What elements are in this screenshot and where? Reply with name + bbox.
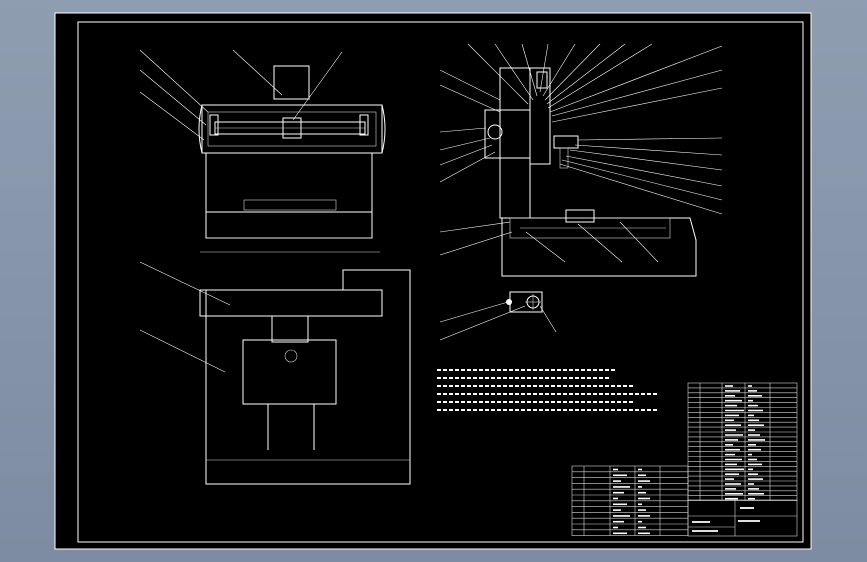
worktable <box>243 199 337 211</box>
top-spindle-hole <box>284 349 298 363</box>
leader-29 <box>569 149 723 171</box>
leader-18 <box>521 43 538 97</box>
leader-27 <box>577 137 723 141</box>
leader-25 <box>551 69 723 117</box>
leader-15 <box>439 231 513 256</box>
side-table-block <box>565 209 595 223</box>
leader-32 <box>559 163 723 215</box>
leader-4 <box>232 49 283 96</box>
leader-37 <box>439 305 526 341</box>
leader-21 <box>544 43 601 101</box>
leader-35 <box>619 221 659 263</box>
beam-right-curve <box>381 104 386 154</box>
motor-housing <box>273 65 310 100</box>
leader-2 <box>139 69 207 126</box>
leader-28 <box>574 144 723 156</box>
leader-31 <box>561 159 723 201</box>
drawing-frame <box>77 21 804 543</box>
side-bearing <box>487 124 503 140</box>
leader-10 <box>439 127 487 133</box>
top-plate <box>242 339 337 405</box>
slider-block <box>282 117 302 139</box>
leader-36 <box>439 301 509 323</box>
front-view[interactable] <box>139 49 386 253</box>
side-table <box>509 217 671 239</box>
title-block-frame <box>687 499 798 537</box>
leader-7 <box>139 329 226 373</box>
gantry-beam <box>201 104 383 154</box>
end-cap-left <box>209 114 219 136</box>
leader-12 <box>439 144 493 166</box>
leader-19 <box>539 43 549 93</box>
leader-34 <box>577 223 623 263</box>
leader-9 <box>439 84 501 113</box>
leader-11 <box>439 137 491 151</box>
leader-33 <box>525 231 566 263</box>
leader-38 <box>539 305 557 333</box>
detail-dot <box>506 299 512 305</box>
drawing-sheet <box>54 12 812 550</box>
leader-1 <box>139 49 209 113</box>
leader-30 <box>565 155 723 187</box>
bom-table[interactable] <box>571 382 798 536</box>
side-tool <box>559 147 569 169</box>
end-cap-right <box>359 114 369 136</box>
leader-16 <box>467 43 529 105</box>
side-z-motor <box>536 71 548 89</box>
top-spindle <box>271 315 309 343</box>
leader-5 <box>292 51 343 121</box>
top-view[interactable] <box>139 261 411 485</box>
leader-20 <box>542 43 576 97</box>
leader-13 <box>439 151 496 183</box>
technical-notes <box>437 369 657 411</box>
leader-14 <box>439 221 511 233</box>
beam-inner <box>207 111 377 147</box>
leader-22 <box>546 43 626 105</box>
beam-left-curve <box>198 104 203 154</box>
detail-view[interactable] <box>439 291 557 341</box>
side-section-view[interactable] <box>439 43 723 277</box>
leader-26 <box>551 87 723 123</box>
leader-8 <box>439 69 501 101</box>
leader-6 <box>139 261 231 306</box>
title-block[interactable] <box>687 499 798 537</box>
leader-24 <box>549 45 723 113</box>
side-z-axis <box>529 67 551 165</box>
leader-17 <box>494 43 534 101</box>
leader-3 <box>139 91 205 141</box>
leader-23 <box>547 43 653 109</box>
